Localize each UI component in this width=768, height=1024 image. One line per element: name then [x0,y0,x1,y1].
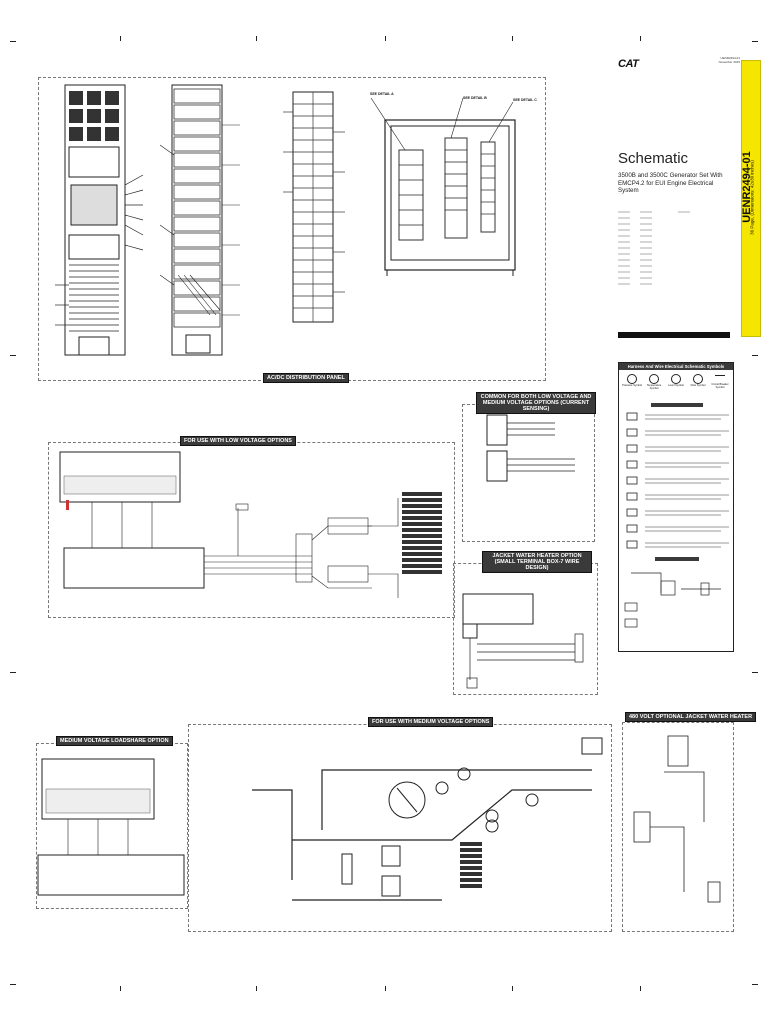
crop-mark [512,986,513,991]
detail-a-label: SEE DETAIL A [370,92,394,96]
crop-mark [752,355,758,356]
crop-mark [120,36,121,41]
cabinet-drawing [370,97,516,276]
circuit-breaker-symbol: Circuit Breaker Symbol [710,374,730,390]
level-icon [671,374,681,384]
page-title: Schematic [618,150,689,167]
volt480-label: 480 VOLT OPTIONAL JACKET WATER HEATER [625,712,757,722]
crop-mark [752,41,758,42]
pressure-symbol: Pressure Symbol [622,374,642,390]
common-wiring [486,414,575,482]
crop-mark [385,986,386,991]
crop-mark [385,36,386,41]
crop-mark [10,672,16,673]
side-tab-sub: 36 Page, (Dimensions: 42x30 inches) [749,160,755,235]
flow-icon [693,374,703,384]
loadshare-wiring [37,758,185,896]
doc-info: UENR2494-01 November 2015 [700,56,740,64]
detail-c-label: SEE DETAIL C [513,98,537,102]
terminal-strip-1 [55,84,144,356]
common-label: COMMON FOR BOTH LOW VOLTAGE AND MEDIUM V… [476,392,596,414]
terminal-strip-3 [283,91,345,323]
crop-mark [512,36,513,41]
terminal-strip-2 [159,84,240,356]
temperature-symbol: Temperature Symbol [644,374,664,390]
medium-voltage-wiring [252,737,603,901]
doc-date: November 2015 [718,60,740,64]
legend-title: Harness And Wire Electrical Schematic Sy… [619,363,733,370]
crop-mark [10,41,16,42]
crop-mark [640,986,641,991]
page-subtitle: 3500B and 3500C Generator Set With EMCP4… [618,172,723,194]
black-bar [618,332,730,338]
crop-mark [752,984,758,985]
temperature-icon [649,374,659,384]
crop-mark [10,984,16,985]
jacket-wiring [462,593,584,689]
crop-mark [10,355,16,356]
volt480-frame [622,722,734,932]
crop-mark [256,36,257,41]
doc-number: UENR2494-01 [720,56,740,60]
detail-b-label: SEE DETAIL B [463,96,487,100]
jacket-label: JACKET WATER HEATER OPTION (SMALL TERMIN… [482,551,592,573]
loadshare-label: MEDIUM VOLTAGE LOADSHARE OPTION [56,736,173,746]
side-tab: UENR2494-01 36 Page, (Dimensions: 42x30 … [741,60,761,337]
cat-logo: CAT [618,58,640,70]
low-voltage-wiring [59,451,442,598]
low-voltage-label: FOR USE WITH LOW VOLTAGE OPTIONS [180,436,296,446]
legend-symbol-row: Pressure Symbol Temperature Symbol Level… [619,370,733,392]
crop-mark [256,986,257,991]
acdc-label: AC/DC DISTRIBUTION PANEL [263,373,349,383]
model-list [618,211,690,285]
volt480-wiring [633,735,721,903]
medium-voltage-label: FOR USE WITH MEDIUM VOLTAGE OPTIONS [368,717,494,727]
circuit-breaker-icon [715,375,725,382]
flow-symbol: Flow Symbol [688,374,708,390]
legend-panel: Harness And Wire Electrical Schematic Sy… [618,362,734,652]
crop-mark [752,672,758,673]
pressure-icon [627,374,637,384]
legend-entries [624,403,729,628]
crop-mark [120,986,121,991]
level-symbol: Level Symbol [666,374,686,390]
cat-logo-text: CAT [618,58,639,70]
crop-mark [640,36,641,41]
